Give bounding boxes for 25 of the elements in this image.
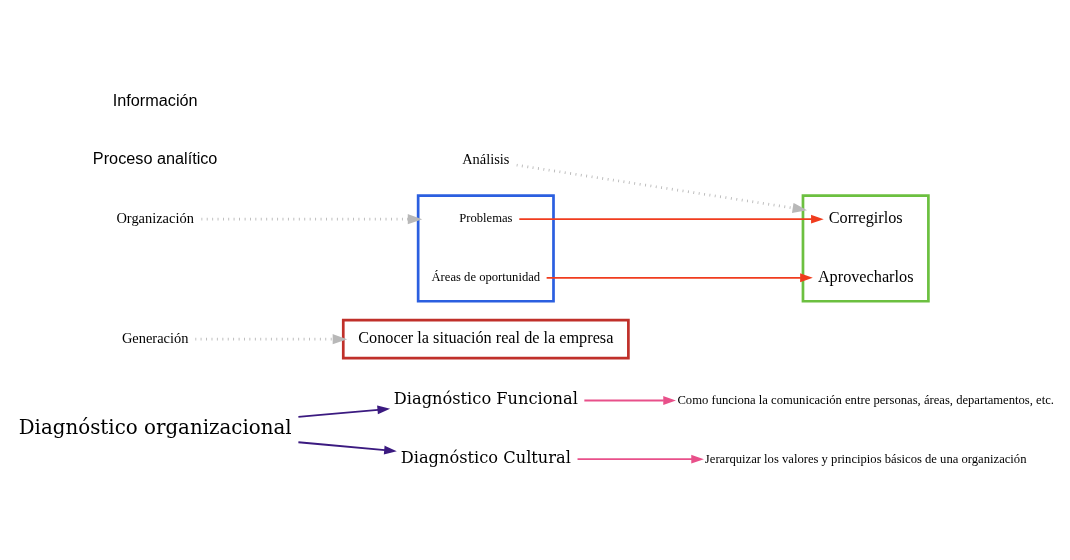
arrow <box>516 163 808 213</box>
arrow <box>518 214 824 224</box>
node-text: Organización <box>116 209 194 226</box>
cluster <box>416 193 555 303</box>
node-text: Aprovecharlos <box>817 267 914 286</box>
node-text: Diagnóstico Funcional <box>393 388 578 408</box>
arrow <box>297 405 391 418</box>
node-text: Como funciona la comunicación entre personas, áreas, departamentos, etc. <box>677 392 1054 407</box>
node-text: Diagnóstico organizacional <box>18 415 292 439</box>
node-text: Análisis <box>462 150 510 167</box>
node-text: Problemas <box>459 210 513 225</box>
arrow <box>201 213 423 224</box>
node-text: Corregirlos <box>828 208 903 227</box>
node-text: Generación <box>121 329 189 346</box>
node-text: Jerarquizar los valores y principios básicos de una organización <box>704 450 1027 465</box>
node-text: Áreas de oportunidad <box>431 269 541 284</box>
arrow <box>576 454 704 464</box>
arrow <box>583 395 676 405</box>
node-text: Diagnóstico Cultural <box>400 447 571 467</box>
label: Proceso analítico <box>92 148 218 167</box>
label: Información <box>112 90 198 109</box>
arrow <box>545 272 813 282</box>
arrow <box>297 440 397 454</box>
node-box: Conocer la situación real de la empresa <box>341 318 630 359</box>
arrow <box>195 333 348 344</box>
